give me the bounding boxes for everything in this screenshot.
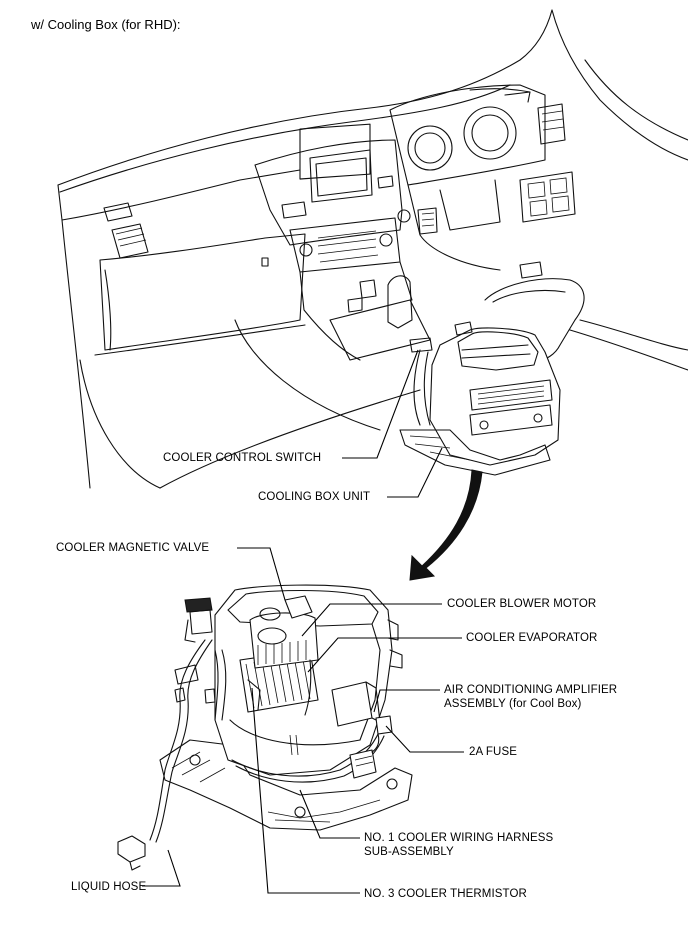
label-2a-fuse: 2A FUSE [469, 746, 517, 758]
label-ac-amplifier-line1: AIR CONDITIONING AMPLIFIER [444, 684, 618, 696]
label-liquid-hose: LIQUID HOSE [71, 881, 147, 893]
leader-lines [142, 349, 464, 894]
label-no3-cooler-thermistor: NO. 3 COOLER THERMISTOR [364, 888, 527, 900]
label-harness-line2: SUB-ASSEMBLY [364, 846, 454, 858]
cooling-box-illustration [117, 584, 413, 871]
label-cooler-evaporator: COOLER EVAPORATOR [466, 632, 598, 644]
label-ac-amplifier-line2: ASSEMBLY (for Cool Box) [444, 698, 582, 710]
label-harness-line1: NO. 1 COOLER WIRING HARNESS [364, 832, 554, 844]
label-cooler-magnetic-valve: COOLER MAGNETIC VALVE [56, 542, 210, 554]
label-cooler-control-switch: COOLER CONTROL SWITCH [163, 452, 322, 464]
label-cooling-box-unit: COOLING BOX UNIT [258, 491, 371, 503]
diagram-title: w/ Cooling Box (for RHD): [31, 17, 181, 32]
zoom-arrow [409, 469, 483, 581]
dashboard-illustration [57, 9, 688, 489]
label-cooler-blower-motor: COOLER BLOWER MOTOR [447, 598, 597, 610]
